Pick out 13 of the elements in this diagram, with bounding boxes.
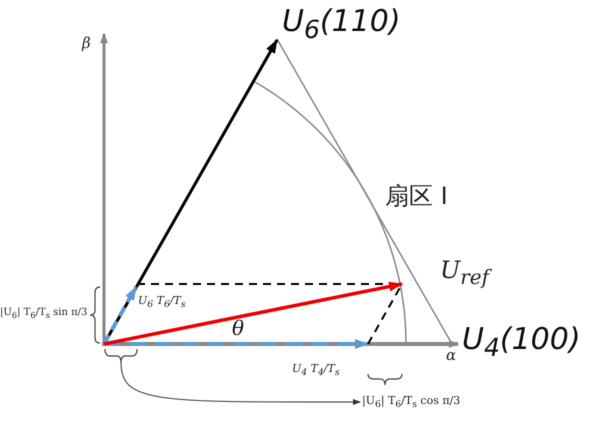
leader-line — [120, 362, 361, 405]
component-label: |U$_{6}$| T$_{6}$/T$_{s}$ cos π/3 — [362, 394, 460, 410]
component-label: U$_{6}$ T$_{6}$/T$_{s}$ — [138, 294, 186, 310]
vector-label: U$_{4}$(100) — [462, 322, 581, 362]
axis-label: β — [82, 34, 91, 52]
vector-label: U$_{6}$(110) — [282, 4, 401, 44]
sector-label: 扇区 Ⅰ — [385, 181, 448, 212]
brace — [104, 349, 138, 363]
vector-label: U$_{ref}$ — [440, 256, 490, 289]
component-label: |U$_{6}$| T$_{6}$/T$_{s}$ sin π/3 — [0, 307, 88, 320]
angle-label: θ — [232, 316, 244, 340]
component-label: U$_{4}$ T$_{4}$/T$_{s}$ — [292, 362, 340, 378]
axis-label: α — [446, 346, 456, 364]
